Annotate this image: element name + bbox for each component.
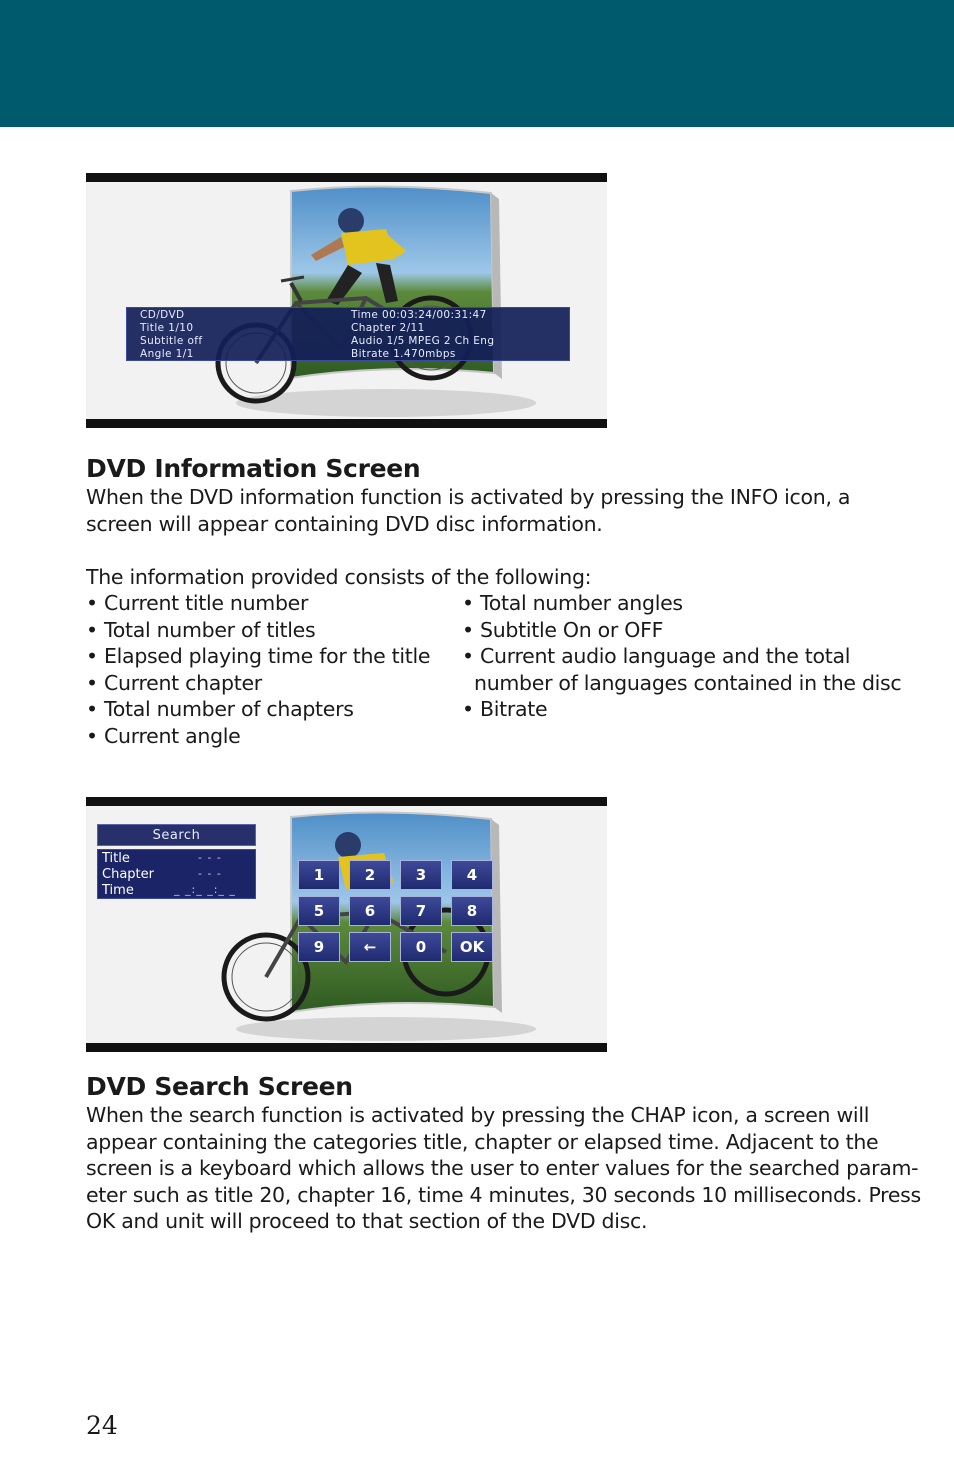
key-6[interactable]: 6	[349, 896, 391, 926]
key-3[interactable]: 3	[400, 860, 442, 890]
search-body-line: OK and unit will proceed to that section…	[86, 1209, 648, 1233]
search-title-value[interactable]: - - -	[198, 851, 222, 864]
osd-audio: Audio 1/5 MPEG 2 Ch Eng	[351, 335, 495, 347]
page-number: 24	[86, 1411, 118, 1440]
search-chapter-value[interactable]: - - -	[198, 867, 222, 880]
osd-subtitle: Subtitle off	[140, 335, 203, 347]
key-1[interactable]: 1	[298, 860, 340, 890]
key-5[interactable]: 5	[298, 896, 340, 926]
osd-bitrate: Bitrate 1.470mbps	[351, 348, 456, 360]
key-7[interactable]: 7	[400, 896, 442, 926]
list-item: • Total number of titles	[86, 617, 316, 642]
info-intro: When the DVD information function is act…	[86, 484, 916, 537]
search-title-label: Title	[102, 851, 130, 866]
osd-chapter: Chapter 2/11	[351, 322, 425, 334]
list-item: • Elapsed playing time for the title	[86, 644, 431, 669]
letterbox-top	[86, 173, 607, 182]
list-item: • Current title number	[86, 591, 309, 615]
backspace-key[interactable]: ←	[349, 932, 391, 962]
osd-time: Time 00:03:24/00:31:47	[351, 309, 487, 321]
info-intro-line: When the DVD information function is act…	[86, 485, 851, 509]
dvd-search-screenshot: Search Title - - - Chapter - - - Time _ …	[86, 797, 607, 1052]
info-list-right: • Total number angles • Subtitle On or O…	[462, 590, 902, 723]
search-time-value[interactable]: _ _:_ _:_ _	[174, 883, 236, 896]
search-body-line: When the search function is activated by…	[86, 1103, 870, 1127]
list-item: • Current chapter	[86, 670, 262, 695]
letterbox-bottom	[86, 1043, 607, 1052]
list-item: • Subtitle On or OFF	[462, 617, 664, 642]
list-item: • Bitrate	[462, 697, 548, 722]
search-fields: Title - - - Chapter - - - Time _ _:_ _:_…	[97, 849, 256, 899]
info-list-left: • Current title number • Total number of…	[86, 590, 431, 750]
list-intro-text: The information provided consists of the…	[86, 565, 592, 589]
key-8[interactable]: 8	[451, 896, 493, 926]
section-title-info: DVD Information Screen	[86, 454, 421, 483]
list-item: • Total number angles	[462, 591, 683, 615]
list-item-continued: number of languages contained in the dis…	[474, 670, 902, 695]
info-intro-line: screen will appear containing DVD disc i…	[86, 511, 603, 536]
header-band	[0, 0, 954, 127]
search-body: When the search function is activated by…	[86, 1102, 921, 1235]
search-overlay: Search Title - - - Chapter - - - Time _ …	[97, 824, 256, 899]
key-2[interactable]: 2	[349, 860, 391, 890]
cyclist-image	[221, 811, 536, 1041]
list-item: • Current audio language and the total	[462, 644, 851, 669]
list-intro: The information provided consists of the…	[86, 564, 916, 591]
dvd-info-screenshot: CD/DVD Title 1/10 Subtitle off Angle 1/1…	[86, 173, 607, 428]
search-header: Search	[97, 824, 256, 846]
search-time-label: Time	[102, 883, 134, 898]
osd-title: Title 1/10	[140, 322, 194, 334]
section-title-search: DVD Search Screen	[86, 1072, 353, 1101]
info-overlay: CD/DVD Title 1/10 Subtitle off Angle 1/1…	[126, 307, 570, 361]
search-chapter-label: Chapter	[102, 867, 154, 882]
search-body-line: appear containing the categories title, …	[86, 1129, 879, 1154]
search-body-line: eter such as title 20, chapter 16, time …	[86, 1182, 921, 1207]
letterbox-bottom	[86, 419, 607, 428]
list-item: • Current angle	[86, 723, 241, 748]
key-0[interactable]: 0	[400, 932, 442, 962]
osd-source: CD/DVD	[140, 309, 185, 321]
list-item: • Total number of chapters	[86, 697, 354, 722]
osd-angle: Angle 1/1	[140, 348, 194, 360]
letterbox-top	[86, 797, 607, 806]
cyclist-image	[215, 185, 536, 417]
ok-key[interactable]: OK	[451, 932, 493, 962]
search-body-line: screen is a keyboard which allows the us…	[86, 1156, 919, 1180]
key-4[interactable]: 4	[451, 860, 493, 890]
key-9[interactable]: 9	[298, 932, 340, 962]
